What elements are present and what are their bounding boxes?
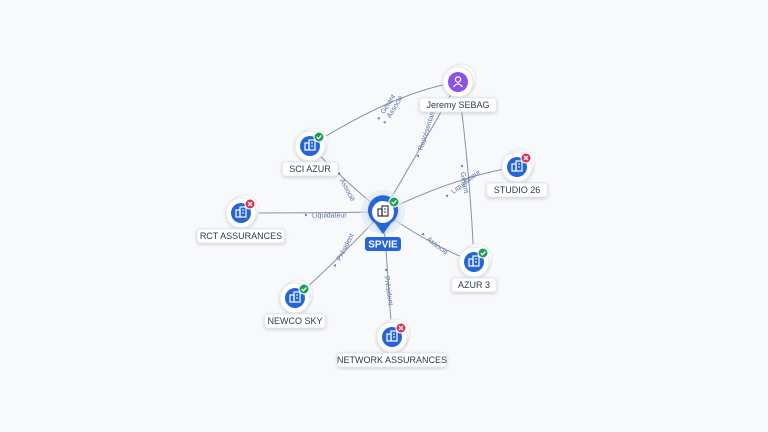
node-label-text: AZUR 3 <box>458 280 490 290</box>
status-active-icon <box>298 283 310 295</box>
node-azur3[interactable]: AZUR 3 <box>451 243 497 293</box>
edge-label-text: Représentant <box>418 109 438 151</box>
node-label-text: SPVIE <box>368 240 398 251</box>
edge-label-text: Liquidateur <box>312 213 347 220</box>
node-label-azur3: AZUR 3 <box>451 277 497 293</box>
node-rct[interactable]: RCT ASSURANCES <box>196 194 286 244</box>
edge-label-text: Associé <box>425 236 449 257</box>
node-label-text: STUDIO 26 <box>494 185 541 195</box>
node-label-text: NETWORK ASSURANCES <box>337 355 447 365</box>
status-closed-icon <box>395 322 407 334</box>
edge-arrow-icon <box>384 268 388 272</box>
node-label-text: SCI AZUR <box>289 164 331 174</box>
person-icon <box>452 76 464 88</box>
edge-label-jeremy-azur3-0: Gérant <box>459 164 470 194</box>
edge-label-text: Associé <box>338 178 356 203</box>
node-label-newco: NEWCO SKY <box>264 313 326 329</box>
building-icon <box>235 206 247 218</box>
node-label-spvie: SPVIE <box>365 237 401 251</box>
node-newco[interactable]: NEWCO SKY <box>264 279 326 329</box>
building-icon <box>386 330 398 342</box>
node-label-network: NETWORK ASSURANCES <box>336 352 448 368</box>
edge-arrow-icon <box>416 154 420 158</box>
node-network[interactable]: NETWORK ASSURANCES <box>336 318 448 368</box>
edge-label-spvie-newco-0: Président <box>333 233 356 267</box>
building-icon <box>289 291 301 303</box>
building-icon <box>511 160 523 172</box>
edge-arrow-icon <box>337 172 341 176</box>
node-label-text: RCT ASSURANCES <box>200 231 282 241</box>
edge-label-spvie-network-0: Président <box>383 268 394 306</box>
status-active-icon <box>477 247 489 259</box>
node-label-rct: RCT ASSURANCES <box>196 228 286 244</box>
building-icon <box>377 205 389 217</box>
edge-label-text: Gérant <box>459 172 470 194</box>
building-icon <box>304 139 316 151</box>
node-sci_azur[interactable]: SCI AZUR <box>281 127 339 177</box>
edge-label-text: Président <box>383 276 394 306</box>
status-closed-icon <box>520 152 532 164</box>
edge-arrow-icon <box>460 164 464 168</box>
edge-arrow-icon <box>377 116 380 120</box>
node-label-text: Jeremy SEBAG <box>426 100 489 110</box>
node-label-jeremy: Jeremy SEBAG <box>419 97 497 113</box>
node-label-text: NEWCO SKY <box>267 316 322 326</box>
edge-arrow-icon <box>445 194 449 198</box>
edge-arrow-icon <box>333 263 337 267</box>
node-jeremy[interactable]: Jeremy SEBAG <box>419 63 497 113</box>
edge-label-spvie-rct-0: Liquidateur <box>305 213 347 220</box>
edge-label-spvie-sci_azur-0: Associé <box>337 172 356 203</box>
edge-arrow-icon <box>383 120 386 124</box>
node-label-sci_azur: SCI AZUR <box>281 161 339 177</box>
node-studio26[interactable]: STUDIO 26 <box>486 148 548 198</box>
status-active-icon <box>388 196 400 208</box>
node-label-studio26: STUDIO 26 <box>486 182 548 198</box>
building-icon <box>468 255 480 267</box>
status-active-icon <box>313 131 325 143</box>
status-closed-icon <box>244 198 256 210</box>
edge-arrow-icon <box>305 213 308 217</box>
edge-label-text: Président <box>336 233 356 262</box>
node-center-spvie[interactable]: SPVIE <box>361 190 405 251</box>
edge-arrow-icon <box>421 232 425 236</box>
edge-label-spvie-azur3-0: Associé <box>421 232 449 257</box>
